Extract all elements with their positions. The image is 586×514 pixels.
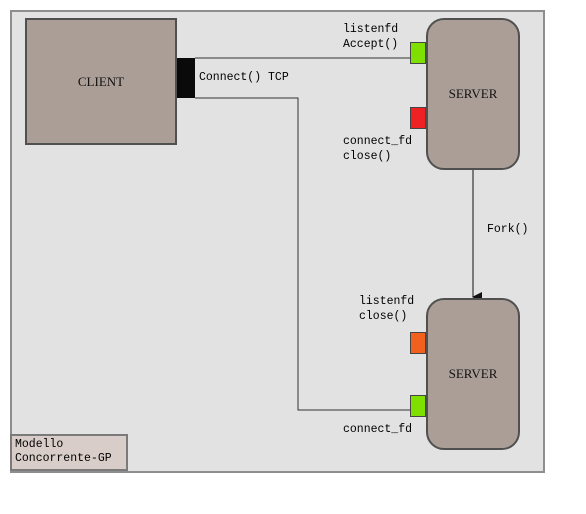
client-label: CLIENT [77, 73, 125, 89]
server-bottom-label: SERVER [448, 366, 498, 381]
client-connect-port [177, 58, 195, 98]
connect-label: Connect() TCP [199, 71, 289, 84]
server-top-connectfd-port [410, 107, 426, 129]
legend-line-2: Concorrente-GP [15, 452, 112, 465]
server-bottom-box: SERVER [426, 298, 520, 450]
server-bottom-connect-label: connect_fd [343, 423, 413, 436]
server-bottom-connectfd-port [410, 395, 426, 417]
client-box: CLIENT [25, 18, 177, 145]
server-top-connect-label-2: close() [343, 150, 392, 163]
fork-label: Fork() [487, 223, 529, 236]
server-top-box: SERVER [426, 18, 520, 170]
server-top-listen-label-2: Accept() [343, 38, 399, 51]
server-bottom-listen-label-1: listenfd [359, 295, 415, 308]
server-top-label: SERVER [448, 86, 498, 101]
server-bottom-listenfd-port [410, 332, 426, 354]
legend-line-1: Modello [15, 438, 64, 451]
server-top-connect-label-1: connect_fd [343, 135, 413, 148]
server-top-listen-label-1: listenfd [343, 23, 399, 36]
server-bottom-listen-label-2: close() [359, 310, 408, 323]
server-top-listenfd-port [410, 42, 426, 64]
legend-box: Modello Concorrente-GP [10, 434, 128, 471]
